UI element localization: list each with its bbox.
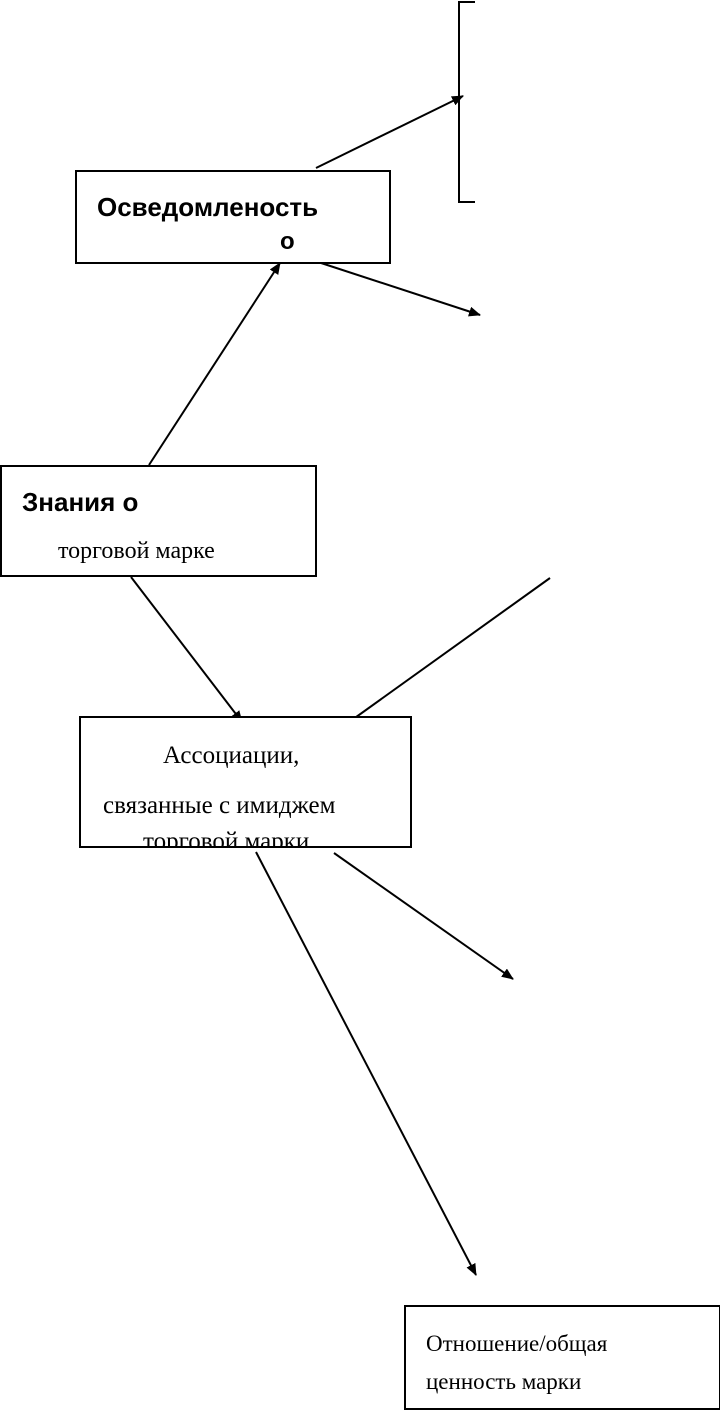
associations-label-line3: торговой марки [143, 828, 310, 848]
arrow-knowledge-to-awareness [148, 262, 281, 466]
arrow-awareness-to-bracket [315, 95, 464, 169]
attitude-label-line2: ценность марки [426, 1369, 582, 1394]
arrow-associations-to-attitude [255, 851, 477, 1276]
knowledge-label-line2: торговой марке [58, 538, 215, 564]
associations-box: Ассоциации, связанные с имиджем торговой… [79, 716, 412, 848]
arrow-associations-to-right [333, 852, 514, 980]
awareness-label-line1: Осведомленость [97, 192, 319, 222]
attitude-label-line1: Отношение/общая [426, 1331, 608, 1356]
associations-label-line1: Ассоциации, [163, 742, 300, 769]
awareness-label-line2: о [280, 228, 295, 255]
attitude-box: Отношение/общая ценность марки [404, 1305, 720, 1410]
associations-label-line2: связанные с имиджем [103, 792, 336, 819]
arrow-awareness-to-right [317, 261, 481, 317]
bracket-shape [458, 1, 475, 203]
arrow-knowledge-to-associations [130, 576, 243, 723]
knowledge-box: Знания о торговой марке [0, 465, 317, 577]
awareness-box: Осведомленость о [75, 170, 391, 264]
line-associations-to-upper-right [351, 577, 551, 721]
knowledge-label-line1: Знания о [22, 487, 139, 517]
